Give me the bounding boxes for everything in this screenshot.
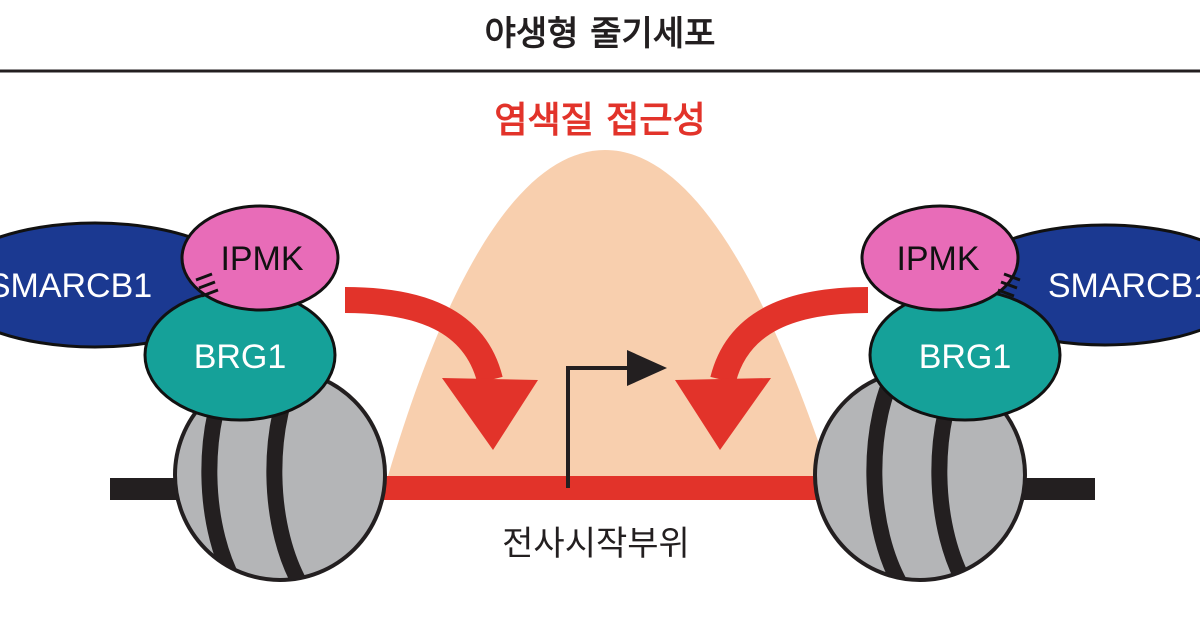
- interaction-mark-left: [195, 272, 219, 298]
- page-title: 야생형 줄기세포: [485, 14, 716, 54]
- red-arrow-right: [675, 287, 869, 450]
- brg1-left-label: BRG1: [194, 338, 287, 376]
- transcription-start-arrow: [566, 350, 667, 488]
- smarcb1-left-label: SMARCB1: [0, 267, 152, 305]
- ipmk-right-label: IPMK: [896, 240, 979, 278]
- ipmk-left: IPMK: [180, 204, 340, 312]
- dna-open-region: [370, 476, 832, 500]
- ipmk-left-label: IPMK: [220, 240, 303, 278]
- brg1-right: BRG1: [868, 288, 1062, 422]
- smarcb1-right-label: SMARCB1: [1048, 267, 1200, 305]
- accessibility-label: 염색질 접근성: [494, 100, 705, 141]
- ipmk-right: IPMK: [860, 204, 1020, 312]
- brg1-right-label: BRG1: [919, 338, 1012, 376]
- red-arrow-left: [344, 287, 538, 450]
- brg1-left: BRG1: [143, 288, 337, 422]
- tss-label: 전사시작부위: [502, 524, 690, 564]
- interaction-mark-right: [997, 272, 1021, 298]
